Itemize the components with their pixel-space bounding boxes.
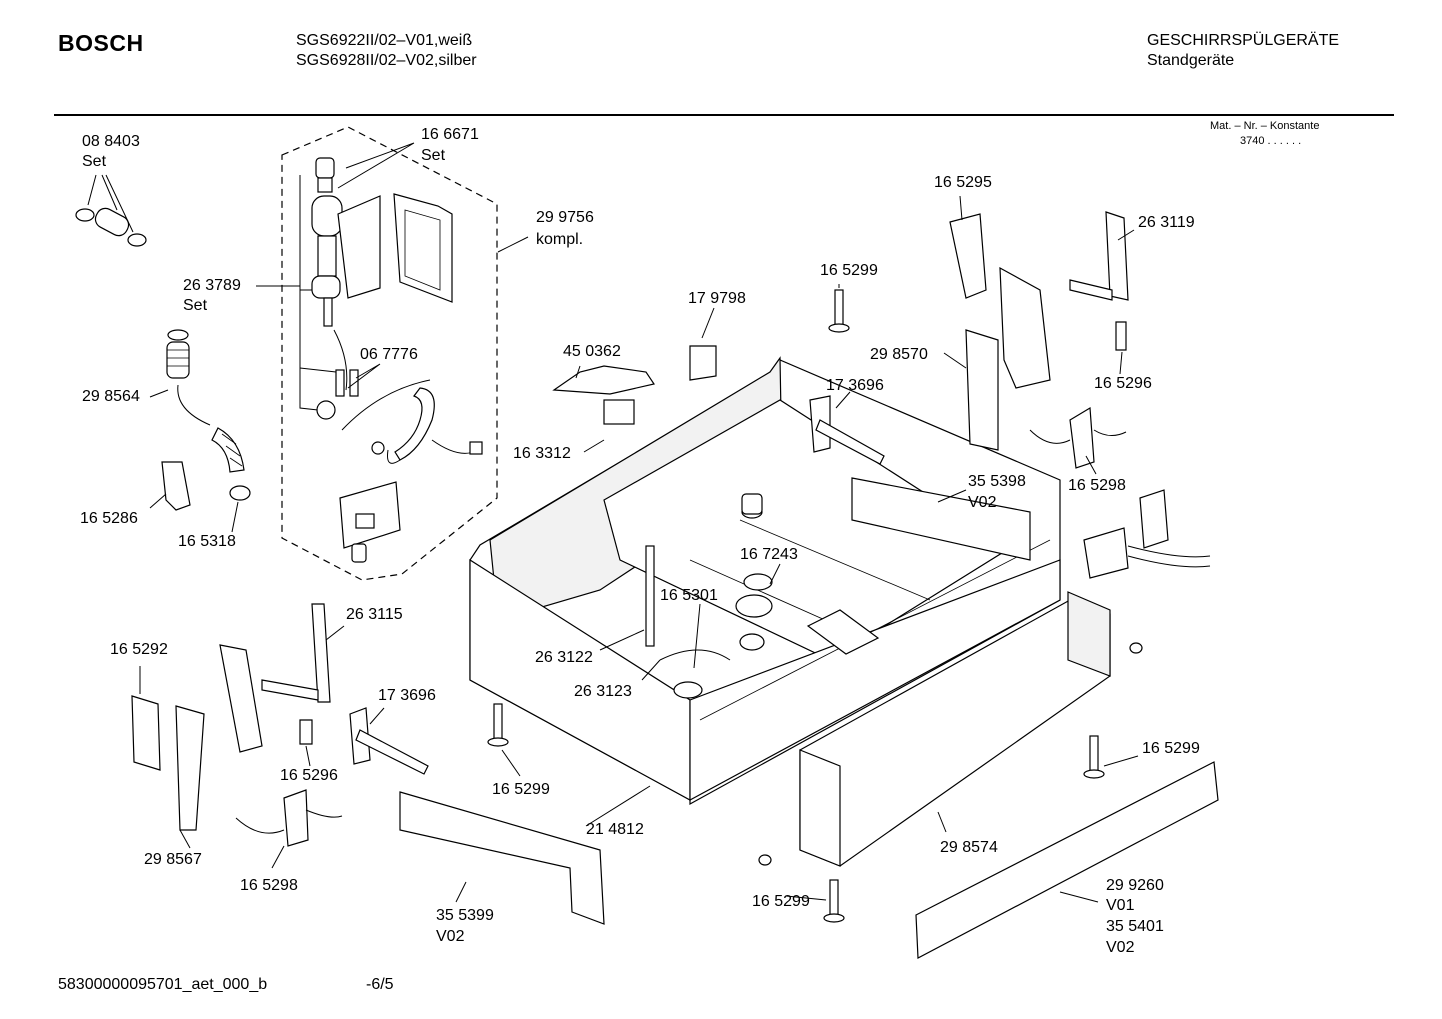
category-subtitle: Standgeräte	[1147, 52, 1235, 69]
label-29-8567: 29 8567	[144, 851, 202, 868]
label-29-8574: 29 8574	[940, 839, 998, 856]
label-06-7776: 06 7776	[360, 346, 418, 363]
label-35-5398-v02: V02	[968, 494, 997, 511]
leader-lines	[139, 142, 1139, 903]
label-16-5298-right: 16 5298	[1068, 477, 1126, 494]
label-29-9260: 29 9260	[1106, 877, 1164, 894]
label-35-5401-v02: V02	[1106, 939, 1135, 956]
label-26-3123: 26 3123	[574, 683, 632, 700]
header-rule	[54, 114, 1394, 116]
label-45-0362: 45 0362	[563, 343, 621, 360]
mat-nr-value: 3740 . . . . . .	[1240, 135, 1302, 147]
label-16-5299-right: 16 5299	[1142, 740, 1200, 757]
mat-nr-label: Mat. – Nr. – Konstante	[1210, 120, 1320, 132]
label-16-5299-top: 16 5299	[820, 262, 878, 279]
label-16-5318: 16 5318	[178, 533, 236, 550]
label-16-6671-set: Set	[421, 147, 446, 164]
label-35-5401: 35 5401	[1106, 918, 1164, 935]
footer-page: -6/5	[366, 976, 394, 993]
label-17-3696-right: 17 3696	[826, 377, 884, 394]
right-side-parts-drawing	[809, 211, 1211, 579]
brand-logo: BOSCH	[58, 30, 144, 56]
label-35-5399-v02: V02	[436, 928, 465, 945]
footer-doc-id: 58300000095701_aet_000_b	[58, 976, 268, 993]
label-26-3122: 26 3122	[535, 649, 593, 666]
label-26-3789-set: Set	[183, 297, 208, 314]
label-16-6671: 16 6671	[421, 126, 479, 143]
label-16-3312: 16 3312	[513, 445, 571, 462]
label-16-5299-bottom: 16 5299	[752, 893, 810, 910]
label-35-5399: 35 5399	[436, 907, 494, 924]
label-35-5398: 35 5398	[968, 473, 1026, 490]
label-16-5301: 16 5301	[660, 587, 718, 604]
label-26-3119: 26 3119	[1138, 214, 1195, 231]
hose-clamp-set-drawing	[75, 174, 147, 247]
left-side-parts-drawing	[131, 603, 429, 847]
label-16-5295: 16 5295	[934, 174, 992, 191]
label-08-8403: 08 8403	[82, 133, 140, 150]
label-16-5296-left: 16 5296	[280, 767, 338, 784]
label-08-8403-set: Set	[82, 153, 107, 170]
model-line-1: SGS6922II/02–V01,weiß	[296, 32, 473, 49]
label-16-7243: 16 7243	[740, 546, 798, 563]
model-line-2: SGS6928II/02–V02,silber	[296, 52, 477, 69]
label-16-5286: 16 5286	[80, 510, 138, 527]
label-16-5299-center: 16 5299	[492, 781, 550, 798]
label-29-8570: 29 8570	[870, 346, 928, 363]
valve-assembly-drawing	[299, 157, 483, 563]
label-16-5292: 16 5292	[110, 641, 168, 658]
label-29-9756: 29 9756	[536, 209, 594, 226]
label-17-9798: 17 9798	[688, 290, 746, 307]
label-26-3115: 26 3115	[346, 606, 403, 623]
label-17-3696-left: 17 3696	[378, 687, 436, 704]
label-21-4812: 21 4812	[586, 821, 644, 838]
base-tub-drawing	[469, 345, 1061, 806]
assembly-outline-dashed	[281, 126, 498, 581]
category-title: GESCHIRRSPÜLGERÄTE	[1147, 32, 1340, 49]
label-16-5296-right: 16 5296	[1094, 375, 1152, 392]
front-panels-drawing	[399, 591, 1219, 959]
label-26-3789: 26 3789	[183, 277, 241, 294]
label-29-9260-v01: V01	[1106, 897, 1135, 914]
label-29-8564: 29 8564	[82, 388, 140, 405]
label-16-5298-left: 16 5298	[240, 877, 298, 894]
drain-hose-drawing	[161, 329, 251, 511]
label-29-9756-kompl: kompl.	[536, 231, 583, 248]
screws-drawing	[487, 289, 1105, 923]
